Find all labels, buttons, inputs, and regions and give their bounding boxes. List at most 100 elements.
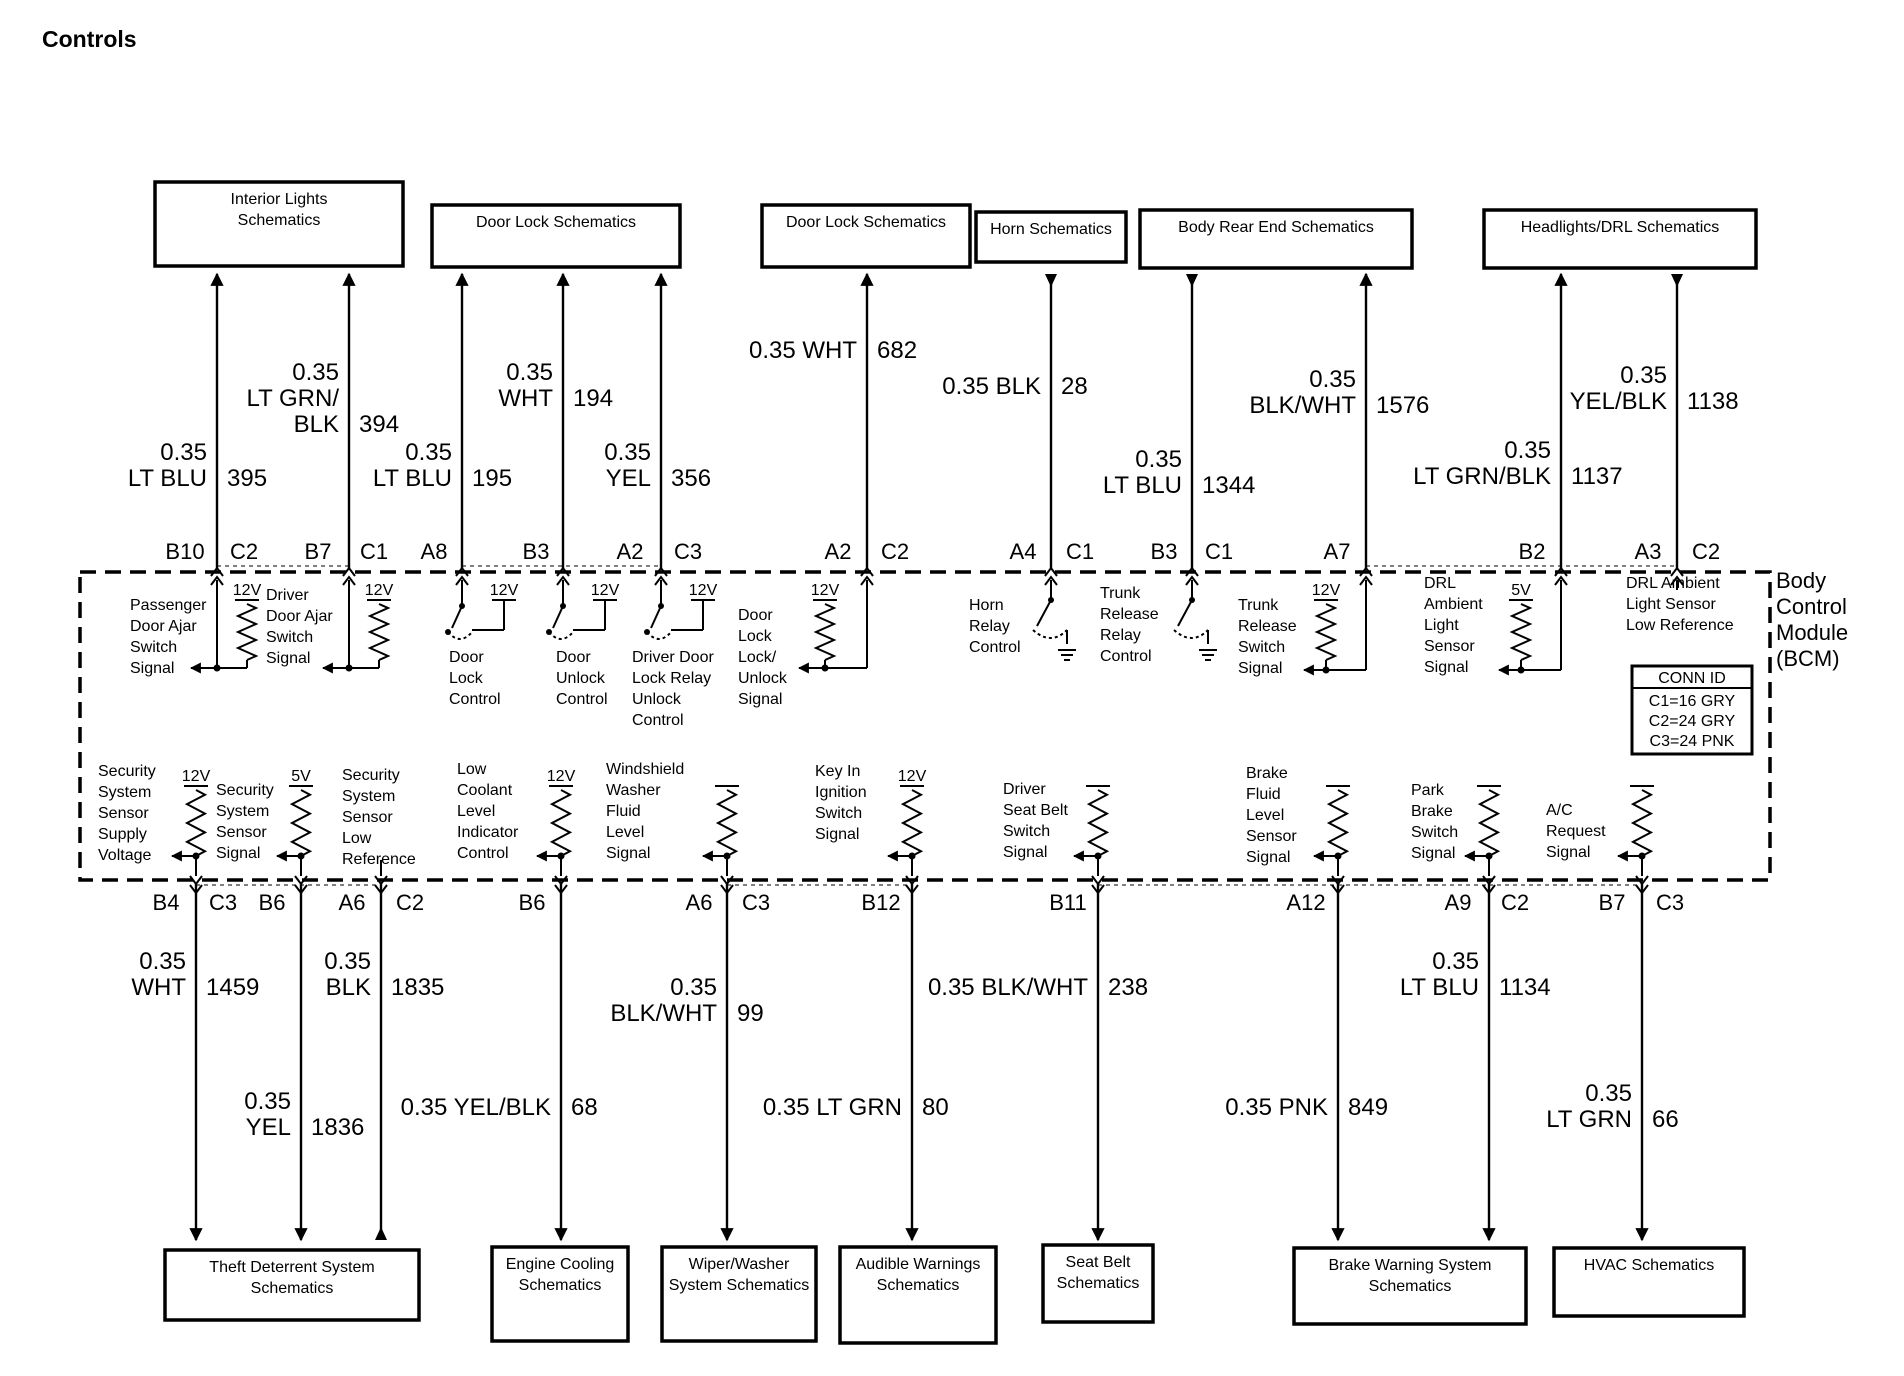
connector-mark: [1554, 566, 1568, 577]
function-label: Lock: [738, 628, 773, 645]
connector-mark: [1044, 566, 1058, 577]
pin-label: A3: [1635, 539, 1662, 564]
wire-color-label: 0.35: [1309, 366, 1356, 393]
top_boxes-box: Headlights/DRL Schematics: [1482, 208, 1758, 270]
wire-color-label: YEL: [246, 1114, 291, 1141]
connector-mark: [1091, 884, 1105, 895]
connector-mark: [455, 575, 469, 586]
function-label: System: [98, 784, 151, 801]
wire-color-label: 0.35: [405, 439, 452, 466]
function-label: Level: [1246, 807, 1284, 824]
circuit-number: 356: [671, 465, 711, 492]
connector-mark: [189, 884, 203, 895]
connector-mark: [189, 875, 203, 886]
function-label: Control: [449, 691, 501, 708]
switch-contact: [546, 629, 552, 635]
connector-mark: [294, 875, 308, 886]
function-label: Horn: [969, 597, 1004, 614]
relay-coil-link: [646, 631, 672, 640]
connector-mark: [1185, 575, 1199, 586]
wire-color-label: 0.35 BLK/WHT: [928, 974, 1088, 1001]
direction-arrow: [1671, 274, 1683, 287]
circuit-number: 394: [359, 411, 399, 438]
connector-mark: [374, 875, 388, 886]
top_boxes-box: Door Lock Schematics: [430, 203, 682, 269]
function-label: Signal: [815, 826, 859, 843]
function-label: Seat Belt: [1003, 802, 1068, 819]
function-label: Release: [1238, 618, 1297, 635]
function-label: Switch: [1003, 823, 1050, 840]
connector-mark: [554, 884, 568, 895]
function-label: Unlock: [632, 691, 682, 708]
wire-color-label: BLK/WHT: [610, 1000, 717, 1027]
circuit-number: 849: [1348, 1094, 1388, 1121]
function-label: Switch: [815, 805, 862, 822]
top_boxes-box: Door Lock Schematics: [760, 203, 972, 269]
function-label: Trunk: [1100, 585, 1141, 602]
top_boxes-box-title: Schematics: [238, 212, 321, 229]
supply-voltage-label: 12V: [811, 582, 840, 599]
circuit-number: 682: [877, 337, 917, 364]
pullup-resistor: [715, 789, 739, 857]
pin-label: B10: [165, 539, 204, 564]
connector-mark: [1482, 884, 1496, 895]
bottom_boxes-box-title: Schematics: [877, 1277, 960, 1294]
wire-color-label: 0.35 LT GRN: [763, 1094, 902, 1121]
connector-mark: [1482, 875, 1496, 886]
direction-arrow: [1045, 274, 1057, 287]
connector-label: C3: [674, 539, 702, 564]
function-label: Windshield: [606, 761, 684, 778]
bottom_boxes-box-title: Schematics: [1057, 1275, 1140, 1292]
connector-mark: [1670, 575, 1684, 586]
pin-label: A12: [1286, 890, 1325, 915]
connector-mark: [342, 566, 356, 577]
function-label: Security: [98, 763, 156, 780]
pullup-resistor: [1086, 789, 1110, 857]
connector-label: C2: [881, 539, 909, 564]
pullup-resistor: [235, 603, 259, 661]
bottom_boxes-box-title: Brake Warning System: [1328, 1257, 1491, 1274]
connector-mark: [1185, 566, 1199, 577]
connector-label: C2: [1692, 539, 1720, 564]
connector-mark: [1635, 884, 1649, 895]
conn-id-row: C1=16 GRY: [1649, 693, 1736, 710]
wire-color-label: BLK: [326, 974, 371, 1001]
pin-label: A9: [1445, 890, 1472, 915]
bottom_boxes-box-title: Engine Cooling: [506, 1256, 615, 1273]
wire-color-label: LT BLU: [373, 465, 452, 492]
function-label: Relay: [1100, 627, 1141, 644]
top_boxes-box: Horn Schematics: [974, 210, 1128, 264]
supply-voltage-label: 12V: [689, 582, 718, 599]
function-label: Lock: [449, 670, 484, 687]
function-label: Reference: [342, 851, 416, 868]
pin-label: B3: [1151, 539, 1178, 564]
function-label: Fluid: [1246, 786, 1281, 803]
bottom_boxes-box-title: HVAC Schematics: [1584, 1257, 1714, 1274]
bottom_boxes-box: HVAC Schematics: [1552, 1246, 1746, 1318]
function-label: Brake: [1411, 803, 1453, 820]
wire-color-label: 0.35: [1135, 446, 1182, 473]
function-label: Door Ajar: [130, 618, 197, 635]
wire-color-label: 0.35 YEL/BLK: [401, 1094, 551, 1121]
connector-mark: [294, 884, 308, 895]
pullup-resistor: [1314, 603, 1338, 661]
connector-label: C1: [1205, 539, 1233, 564]
function-label: Supply: [98, 826, 147, 843]
supply-voltage-label: 12V: [547, 768, 576, 785]
relay-coil-link: [548, 631, 574, 640]
pullup-resistor: [1630, 789, 1654, 857]
function-label: Ambient: [1424, 596, 1483, 613]
wire-color-label: 0.35: [670, 974, 717, 1001]
connector-label: C3: [1656, 890, 1684, 915]
wire-color-label: BLK/WHT: [1249, 392, 1356, 419]
wire-color-label: 0.35: [1585, 1080, 1632, 1107]
circuit-number: 28: [1061, 373, 1088, 400]
